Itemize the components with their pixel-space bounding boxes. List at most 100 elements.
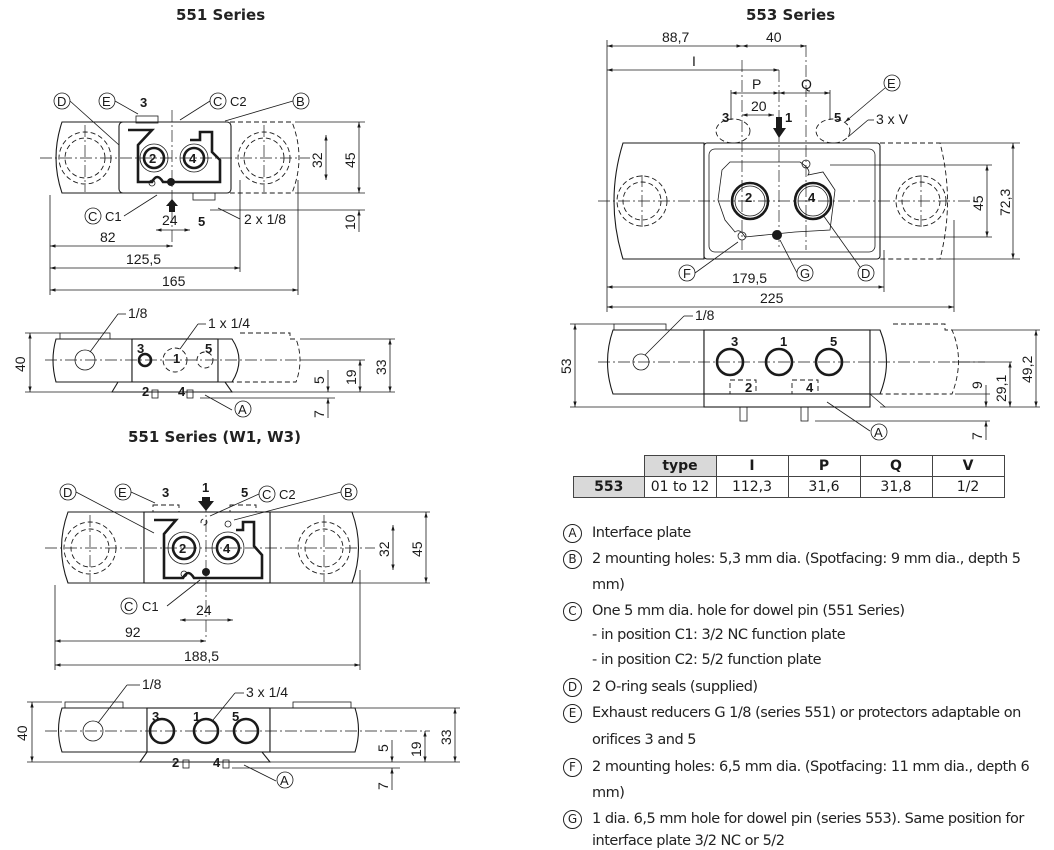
legend-key-E: E [563,704,582,723]
port-5-label: 5 [198,214,205,229]
s553-port-1-label: 1 [785,110,792,125]
title-551-series: 551 Series [176,6,266,24]
dim-32: 32 [309,152,325,168]
dim-82: 82 [100,229,116,245]
legend-text: 2 mounting holes: 5,3 mm dia. (Spotfacin… [592,551,1021,593]
s553-dim-P: P [752,76,761,92]
cell-P: 31,6 [787,476,861,498]
dim-24: 24 [162,212,178,228]
legend-text: Interface plate [592,525,691,541]
w-dim-188-5: 188,5 [184,648,219,664]
s553-dim-72-3: 72,3 [997,189,1013,216]
legend: A Interface plate B 2 mounting holes: 5,… [563,520,1054,850]
legend-item-C: C One 5 mm dia. hole for dowel pin (551 … [563,598,1054,674]
side551-dim-40: 40 [12,356,28,372]
side551-port-2: 2 [142,384,149,399]
c2-label: C2 [230,94,247,109]
w-thread-3x14-label: 3 x 1/4 [246,684,288,700]
legend-item-E: E Exhaust reducers G 1/8 (series 551) or… [563,700,1054,754]
w-port-4-label: 4 [223,541,231,556]
w-port-5-label: 5 [241,485,248,500]
thread-3xV-label: 3 x V [876,111,909,127]
legend-subtext: interface plate 3/2 NC or 5/2 [592,833,785,849]
header-type: type [643,455,717,477]
cell-I: 112,3 [715,476,789,498]
s553-port-5-label: 5 [834,110,841,125]
w-port-1-label: 1 [202,480,209,495]
port-2-label: 2 [149,151,156,166]
wside-dim-40: 40 [14,725,30,741]
w-port-3-label: 3 [162,485,169,500]
side551-callout-A: A [238,402,247,417]
w-callout-C2: C [262,487,271,502]
s553-dim-225: 225 [760,290,784,306]
technical-drawing: 2 4 3 5 D E C C2 B C C1 2 x 1/8 24 82 12… [12,29,1040,790]
legend-item-G: G 1 dia. 6,5 mm hole for dowel pin (seri… [563,806,1054,850]
spec-table: type I P Q V 553 01 to 12 112,3 31,6 31,… [573,455,1005,498]
s553side-port-5: 5 [830,334,837,349]
s553-dim-40: 40 [766,29,782,45]
s553-dim-Q: Q [801,76,812,92]
dim-165: 165 [162,273,186,289]
w-c2-label: C2 [279,487,296,502]
legend-text: 2 mounting holes: 6,5 mm dia. (Spotfacin… [592,759,1030,801]
cell-series: 553 [573,476,645,498]
side551-dim-33: 33 [373,359,389,375]
s553-dim-45: 45 [970,195,986,211]
cell-type: 01 to 12 [643,476,717,498]
s553side-port-4: 4 [806,380,814,395]
s553side-callout-A: A [874,425,883,440]
legend-subtext: - in position C2: 5/2 function plate [592,652,822,668]
s553-callout-G: G [800,266,810,281]
port-3-label: 3 [140,95,147,110]
s553-callout-E: E [887,76,896,91]
valve-body-551 [118,121,232,194]
spec-table-row: 553 01 to 12 112,3 31,6 31,8 1/2 [573,476,1005,498]
wside-dim-19: 19 [408,741,424,757]
s553side-dim-9: 9 [969,381,985,389]
wside-callout-A: A [280,773,289,788]
view-551-top: 2 4 3 5 D E C C2 B C C1 2 x 1/8 24 82 12… [40,92,365,295]
callout-E: E [102,94,111,109]
side551-dim-19: 19 [343,369,359,385]
s553side-port-2: 2 [745,380,752,395]
s553side-port-3: 3 [731,334,738,349]
thread-1x14-label: 1 x 1/4 [208,315,250,331]
legend-text: 2 O-ring seals (supplied) [592,679,758,695]
view-551w-top: 2 4 3 1 5 D E C C2 B C C1 24 92 188,5 32 [45,480,430,670]
legend-text: 1 dia. 6,5 mm hole for dowel pin (series… [592,811,1024,827]
side551-dim-7: 7 [311,410,327,418]
thread-18-label: 1/8 [128,305,148,321]
w-dim-92: 92 [125,624,141,640]
callout-B: B [296,94,305,109]
wside-port-3: 3 [152,709,159,724]
s553-callout-F: F [683,266,691,281]
header-V: V [931,455,1005,477]
side551-port-5: 5 [205,341,212,356]
legend-item-B: B 2 mounting holes: 5,3 mm dia. (Spotfac… [563,546,1054,598]
header-I: I [715,455,789,477]
s553-dim-I: I [692,53,696,69]
legend-key-G: G [563,810,582,829]
w-callout-B: B [344,485,353,500]
s553side-dim-49-2: 49,2 [1019,356,1035,383]
spec-table-header-row: type I P Q V [574,455,1005,477]
port-1-arrow-icon [166,199,178,212]
legend-item-D: D 2 O-ring seals (supplied) [563,674,1054,700]
title-553-series: 553 Series [746,6,836,24]
w-dim-24: 24 [196,602,212,618]
interface-outline [128,128,222,184]
port-4-label: 4 [189,151,197,166]
callout-C2: C [213,94,222,109]
legend-text: One 5 mm dia. hole for dowel pin (551 Se… [592,603,905,619]
cell-V: 1/2 [931,476,1005,498]
wside-dim-5: 5 [375,744,391,752]
w-callout-D: D [63,485,72,500]
s553side-dim-7: 7 [969,432,985,440]
s553-dim-20: 20 [751,98,767,114]
w-thread-18-label: 1/8 [142,676,162,692]
side551-port-4: 4 [178,384,186,399]
w-c1-label: C1 [142,599,159,614]
w-port-1-arrow-icon [198,501,214,511]
legend-key-F: F [563,758,582,777]
